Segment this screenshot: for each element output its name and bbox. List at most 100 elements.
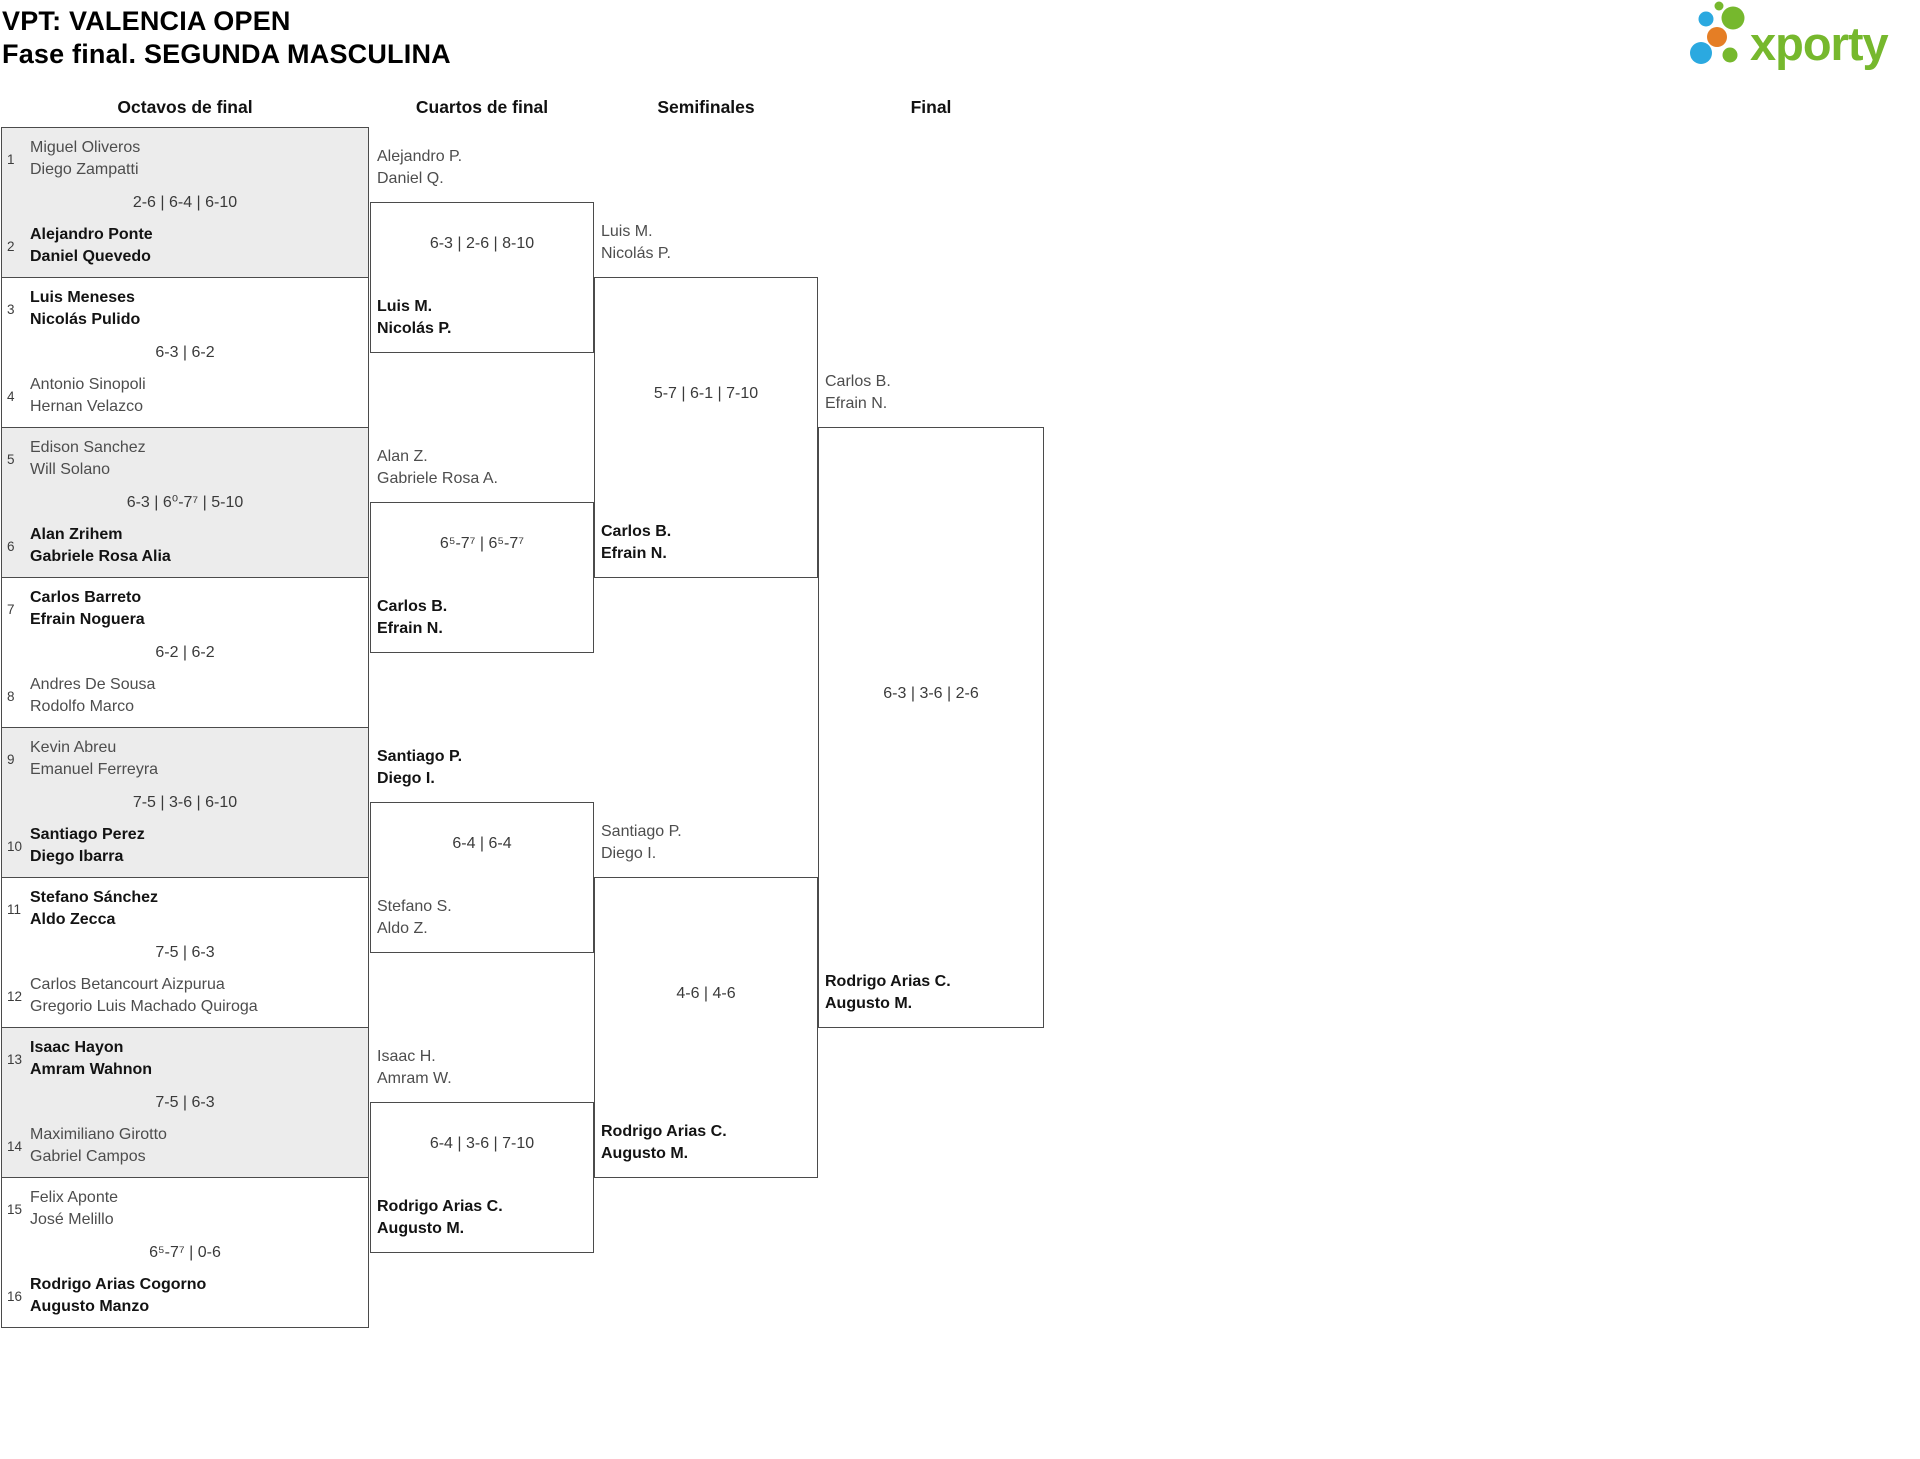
team-names: Carlos Betancourt Aizpurua Gregorio Luis… xyxy=(24,974,258,1018)
cuartos-1-top-team: Alejandro P. Daniel Q. xyxy=(377,146,462,190)
player-name: Diego I. xyxy=(601,845,657,862)
player-name: Nicolás Pulido xyxy=(30,311,141,328)
team-names: Andres De Sousa Rodolfo Marco xyxy=(24,674,155,718)
round-header-cuartos: Cuartos de final xyxy=(415,97,549,117)
player-name: Gregorio Luis Machado Quiroga xyxy=(30,998,258,1015)
logo-dot-blue-big xyxy=(1690,42,1712,64)
seed-number: 3 xyxy=(7,301,15,317)
semifinal-2-bottom-team: Rodrigo Arias C. Augusto M. xyxy=(601,1121,727,1165)
player-name: Carlos B. xyxy=(601,523,672,540)
semifinal-2-top-team: Santiago P. Diego I. xyxy=(601,821,682,865)
octavos-match-7: 13 Isaac Hayon Amram Wahnon 7-5 | 6-3 14… xyxy=(1,1027,369,1178)
match-score: 4-6 | 4-6 xyxy=(676,985,736,1002)
logo-dot-green-small xyxy=(1722,47,1738,63)
octavos-match-2: 3 Luis Meneses Nicolás Pulido 6-3 | 6-2 … xyxy=(1,277,369,428)
player-name: Rodrigo Arias C. xyxy=(377,1198,503,1215)
team-names: Kevin Abreu Emanuel Ferreyra xyxy=(24,737,158,781)
team-names: Alan Zrihem Gabriele Rosa Alia xyxy=(24,524,171,568)
player-name: Rodrigo Arias C. xyxy=(601,1123,727,1140)
match-score: 7-5 | 6-3 xyxy=(155,1094,215,1111)
logo-wordmark: xporty xyxy=(1750,17,1889,70)
final-winner-team: Rodrigo Arias C. Augusto M. xyxy=(825,971,951,1015)
octavos-match-8: 15 Felix Aponte José Melillo 6⁵-7⁷ | 0-6… xyxy=(1,1177,369,1328)
page-header: VPT: VALENCIA OPEN Fase final. SEGUNDA M… xyxy=(2,5,451,71)
player-name: Santiago Perez xyxy=(30,826,145,843)
team-row: 12 Carlos Betancourt Aizpurua Gregorio L… xyxy=(2,974,368,1018)
cuartos-1-bottom-team: Luis M. Nicolás P. xyxy=(377,296,451,340)
team-row: 10 Santiago Perez Diego Ibarra xyxy=(2,824,368,868)
team-names: Luis Meneses Nicolás Pulido xyxy=(24,287,140,331)
player-name: Emanuel Ferreyra xyxy=(30,761,159,778)
team-names: Alejandro Ponte Daniel Quevedo xyxy=(24,224,153,268)
final-top-team: Carlos B. Efrain N. xyxy=(825,371,891,415)
player-name: Andres De Sousa xyxy=(30,676,156,693)
logo-dot-orange xyxy=(1707,27,1727,47)
cuartos-match-1-box xyxy=(370,202,594,353)
team-row: 1 Miguel Oliveros Diego Zampatti xyxy=(2,137,368,181)
player-name: Daniel Quevedo xyxy=(30,248,151,265)
semifinal-1-bottom-team: Carlos B. Efrain N. xyxy=(601,521,671,565)
logo-dot-green-tiny xyxy=(1714,1,1724,11)
cuartos-2-top-team: Alan Z. Gabriele Rosa A. xyxy=(377,446,498,490)
octavos-match-5: 9 Kevin Abreu Emanuel Ferreyra 7-5 | 3-6… xyxy=(1,727,369,878)
player-name: Amram Wahnon xyxy=(30,1061,153,1078)
cuartos-3-bottom-team: Stefano S. Aldo Z. xyxy=(377,896,452,940)
match-score: 6⁵-7⁷ | 0-6 xyxy=(149,1244,221,1261)
player-name: Nicolás P. xyxy=(377,320,452,337)
player-name: Alejandro P. xyxy=(377,148,463,165)
player-name: Gabriele Rosa A. xyxy=(377,470,498,487)
seed-number: 1 xyxy=(7,151,15,167)
player-name: Rodrigo Arias C. xyxy=(825,973,951,990)
team-row: 6 Alan Zrihem Gabriele Rosa Alia xyxy=(2,524,368,568)
team-names: Rodrigo Arias Cogorno Augusto Manzo xyxy=(24,1274,206,1318)
semifinal-1-top-team: Luis M. Nicolás P. xyxy=(601,221,671,265)
octavos-match-1: 1 Miguel Oliveros Diego Zampatti 2-6 | 6… xyxy=(1,127,369,278)
cuartos-2-bottom-team: Carlos B. Efrain N. xyxy=(377,596,447,640)
octavos-match-4: 7 Carlos Barreto Efrain Noguera 6-2 | 6-… xyxy=(1,577,369,728)
match-score: 7-5 | 3-6 | 6-10 xyxy=(132,794,238,811)
cuartos-4-top-team: Isaac H. Amram W. xyxy=(377,1046,452,1090)
team-row: 7 Carlos Barreto Efrain Noguera xyxy=(2,587,368,631)
player-name: Miguel Oliveros xyxy=(30,139,141,156)
player-name: Alan Z. xyxy=(377,448,428,465)
player-name: Augusto M. xyxy=(601,1145,689,1162)
team-names: Antonio Sinopoli Hernan Velazco xyxy=(24,374,146,418)
seed-number: 16 xyxy=(7,1288,23,1304)
team-row: 11 Stefano Sánchez Aldo Zecca xyxy=(2,887,368,931)
player-name: Carlos Barreto xyxy=(30,589,142,606)
seed-number: 5 xyxy=(7,451,15,467)
team-names: Edison Sanchez Will Solano xyxy=(24,437,146,481)
player-name: Diego Ibarra xyxy=(30,848,124,865)
player-name: Aldo Zecca xyxy=(30,911,116,928)
team-row: 14 Maximiliano Girotto Gabriel Campos xyxy=(2,1124,368,1168)
team-names: Stefano Sánchez Aldo Zecca xyxy=(24,887,158,931)
team-row: 5 Edison Sanchez Will Solano xyxy=(2,437,368,481)
player-name: Alejandro Ponte xyxy=(30,226,153,243)
player-name: Carlos B. xyxy=(825,373,891,390)
player-name: Luis M. xyxy=(601,223,653,240)
round-header-final: Final xyxy=(910,97,952,117)
seed-number: 2 xyxy=(7,238,15,254)
team-row: 3 Luis Meneses Nicolás Pulido xyxy=(2,287,368,331)
seed-number: 6 xyxy=(7,538,15,554)
player-name: Maximiliano Girotto xyxy=(30,1126,167,1143)
cuartos-match-3-box xyxy=(370,802,594,953)
player-name: Santiago P. xyxy=(377,748,463,765)
player-name: Alan Zrihem xyxy=(30,526,123,543)
seed-number: 12 xyxy=(7,988,23,1004)
cuartos-4-bottom-team: Rodrigo Arias C. Augusto M. xyxy=(377,1196,503,1240)
player-name: Carlos B. xyxy=(377,598,448,615)
final-match-box xyxy=(818,427,1044,1028)
match-score: 6-3 | 2-6 | 8-10 xyxy=(429,235,535,252)
match-score: 6-3 | 3-6 | 2-6 xyxy=(883,685,979,702)
logo-dot-blue-small xyxy=(1698,11,1714,27)
player-name: Efrain N. xyxy=(601,545,667,562)
player-name: Amram W. xyxy=(377,1070,452,1087)
xporty-logo[interactable]: xporty xyxy=(1688,0,1918,82)
player-name: Aldo Z. xyxy=(377,920,428,937)
player-name: Rodrigo Arias Cogorno xyxy=(30,1276,207,1293)
player-name: José Melillo xyxy=(30,1211,114,1228)
team-names: Maximiliano Girotto Gabriel Campos xyxy=(24,1124,167,1168)
seed-number: 9 xyxy=(7,751,15,767)
seed-number: 14 xyxy=(7,1138,23,1154)
